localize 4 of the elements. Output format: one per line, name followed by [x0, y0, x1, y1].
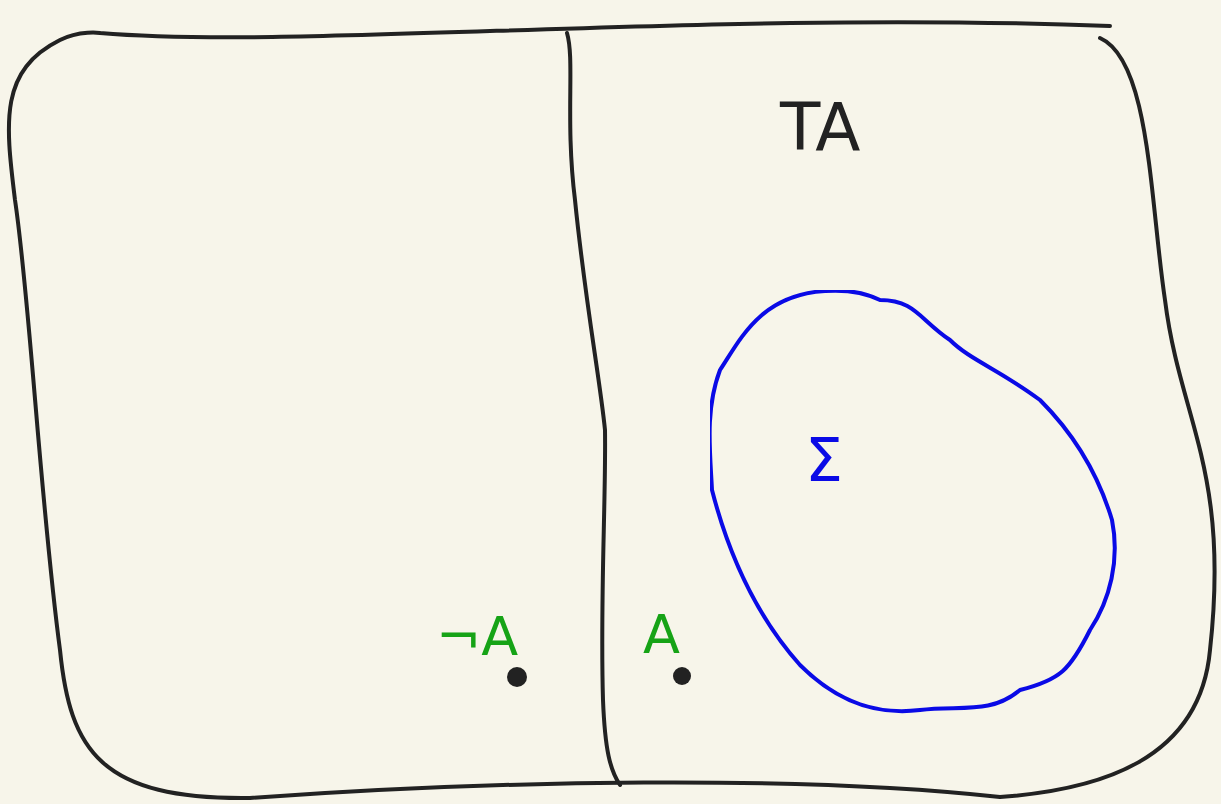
set-symbol: Σ [805, 430, 843, 490]
region-label: TA [780, 95, 861, 161]
point-label: A [643, 608, 680, 662]
point-label: ¬A [436, 610, 519, 664]
